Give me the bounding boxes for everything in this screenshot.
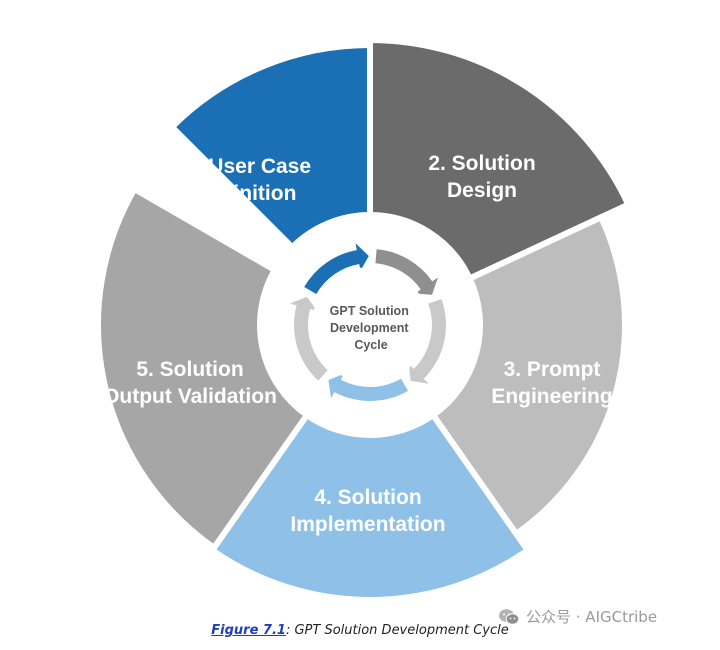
caption-text: GPT Solution Development Cycle (290, 623, 509, 638)
cycle-arrow-5 (289, 296, 328, 381)
segment-2-label-line-1: 2. Solution (428, 152, 535, 175)
center-label: GPT Solution Development Cycle (330, 304, 413, 352)
caption-separator: : (285, 623, 291, 638)
center-circle (312, 267, 428, 383)
segment-1-label-line-1: 1. User Case (185, 155, 311, 178)
cycle-arrow-2 (375, 249, 438, 295)
segment-3-label-line-1: 3. Prompt (504, 358, 601, 381)
segment-5-label-line-2: Output Validation (103, 385, 277, 408)
center-label-line-3: Cycle (354, 338, 387, 352)
segment-4 (208, 410, 532, 603)
center-label-line-2: Development (330, 321, 409, 335)
center-label-line-1: GPT Solution (330, 304, 409, 318)
segment-4-label-line-1: 4. Solution (314, 486, 421, 509)
segment-2-label-line-2: Design (447, 179, 517, 202)
segment-2 (367, 36, 633, 283)
figure-ref-link[interactable]: Figure 7.1 (211, 623, 286, 638)
watermark: 公众号 · AIGCtribe (498, 606, 657, 627)
figure-caption: Figure 7.1: GPT Solution Development Cyc… (0, 623, 720, 638)
segment-4-label-line-2: Implementation (290, 513, 445, 536)
segment-1-label-line-2: Definition (200, 182, 297, 205)
cycle-arrow-3 (408, 299, 447, 384)
watermark-text: 公众号 · AIGCtribe (526, 608, 658, 626)
cycle-arrow-4 (328, 373, 408, 401)
center-cycle: GPT Solution Development Cycle (266, 221, 474, 429)
segment-5-label-line-1: 5. Solution (136, 358, 243, 381)
segment-3-label-line-2: Engineering (491, 385, 612, 408)
wechat-icon (499, 608, 520, 625)
segments-layer (95, 36, 633, 603)
segment-1 (167, 41, 373, 252)
segment-3 (428, 213, 628, 539)
cycle-arrow-1 (304, 243, 369, 294)
segment-5 (95, 184, 312, 552)
